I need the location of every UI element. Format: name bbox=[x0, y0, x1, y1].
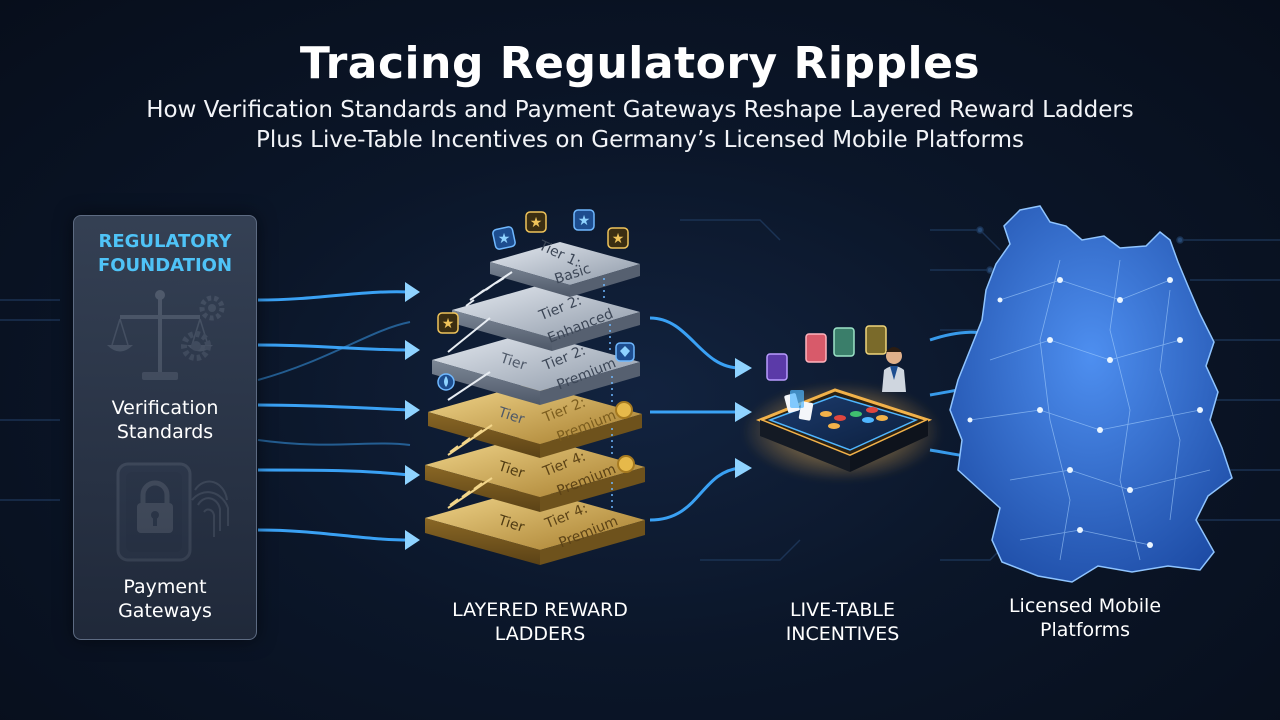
diamond-badge-icon bbox=[615, 342, 635, 362]
svg-text:★: ★ bbox=[498, 231, 511, 247]
svg-text:★: ★ bbox=[442, 316, 455, 332]
coin-icon bbox=[615, 401, 633, 419]
layered-reward-ladders-caption: LAYERED REWARD LADDERS bbox=[452, 599, 628, 645]
tier-5-platform bbox=[425, 435, 645, 512]
regulatory-foundation-panel: REGULATORY FOUNDATION Verification Stand… bbox=[73, 215, 257, 640]
map-nodes bbox=[967, 277, 1203, 548]
ladder-stairs-gold bbox=[447, 424, 493, 509]
star-badge-icon: ★ bbox=[437, 312, 459, 334]
reward-ladder: ★ ★ ★ ★ ★ bbox=[425, 209, 645, 565]
flow-arrowheads-left bbox=[405, 282, 420, 550]
panel-title: REGULATORY FOUNDATION bbox=[97, 231, 233, 276]
page-subtitle-line-2: Plus Live-Table Incentives on Germany’s … bbox=[256, 127, 1024, 153]
tier-1-platform bbox=[490, 242, 640, 297]
tier-2-platform bbox=[452, 285, 640, 351]
drop-badge-icon bbox=[437, 373, 455, 391]
star-badge-icon: ★ bbox=[492, 226, 516, 250]
germany-map bbox=[949, 205, 1233, 583]
tier-3-platform bbox=[432, 332, 640, 405]
tier-4-platform bbox=[428, 383, 642, 458]
svg-text:★: ★ bbox=[530, 215, 543, 231]
live-table-illustration bbox=[742, 325, 942, 482]
flow-lines-left bbox=[257, 290, 411, 542]
payment-gateways-label: Payment Gateways bbox=[118, 576, 212, 622]
ladder-stairs bbox=[447, 271, 513, 401]
verification-standards-label: Verification Standards bbox=[111, 397, 219, 443]
licensed-mobile-platforms-caption: Licensed Mobile Platforms bbox=[1008, 595, 1162, 641]
circuit-lines bbox=[0, 219, 1280, 561]
coin-icon bbox=[617, 455, 635, 473]
page-title: Tracing Regulatory Ripples bbox=[299, 38, 981, 89]
dealer-avatar bbox=[882, 347, 906, 392]
tier-6-platform bbox=[425, 488, 645, 565]
star-badge-icon: ★ bbox=[573, 209, 595, 231]
floating-card-panels bbox=[766, 325, 887, 408]
ladder-connectors bbox=[603, 278, 613, 508]
svg-text:★: ★ bbox=[578, 213, 591, 229]
svg-text:★: ★ bbox=[612, 231, 625, 247]
flow-lines-middle bbox=[649, 316, 741, 522]
star-badge-icon: ★ bbox=[525, 211, 547, 233]
poker-chips bbox=[820, 407, 888, 429]
live-table-incentives-caption: LIVE-TABLE INCENTIVES bbox=[785, 599, 900, 645]
star-badge-icon: ★ bbox=[607, 227, 629, 249]
page-subtitle-line-1: How Verification Standards and Payment G… bbox=[146, 97, 1134, 123]
flow-arrowheads-middle bbox=[735, 358, 752, 478]
